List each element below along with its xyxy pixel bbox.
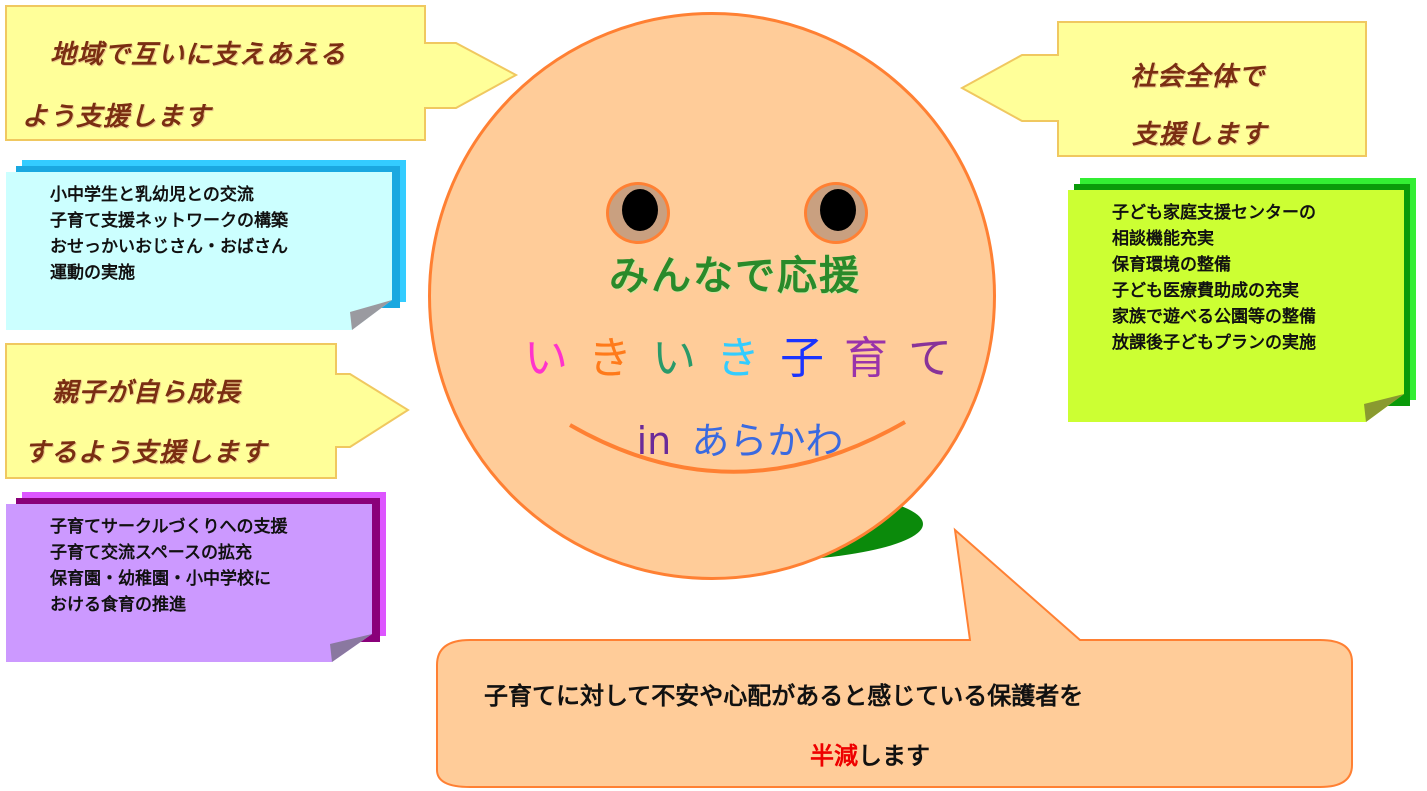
bubble-tail: します	[858, 742, 930, 770]
right-pupil	[820, 189, 856, 231]
arakawa-text: あらかわ	[691, 419, 844, 463]
note-item: 運動の実施	[50, 263, 135, 283]
bubble-line1: 子育てに対して不安や心配があると感じている保護者を	[484, 682, 1084, 710]
arrow-middle-left-line1: 親子が自ら成長	[52, 378, 242, 408]
arrow-top-right-shape	[959, 21, 1367, 157]
note-cyan-shape	[6, 172, 392, 330]
arrow-top-left-line2: よう支援します	[22, 102, 212, 132]
arrow-middle-left-shape	[5, 343, 410, 479]
arrow-top-right-line1: 社会全体で	[1130, 62, 1266, 92]
left-eye	[606, 182, 670, 244]
ikiiki-char: 子	[780, 333, 824, 384]
ikiiki-char: 育	[844, 333, 888, 384]
arrow-top-left-line1: 地域で互いに支えあえる	[50, 40, 347, 70]
note-item: 放課後子どもプランの実施	[1112, 333, 1316, 353]
face-subtitle: いきいき子育て	[488, 322, 988, 386]
note-purple-list: 子育てサークルづくりへの支援子育て交流スペースの拡充保育園・幼稚園・小中学校にお…	[50, 514, 288, 618]
arrow-top-left-shape	[5, 5, 519, 141]
bubble-highlight: 半減	[810, 742, 858, 770]
ikiiki-kosodate: いきいき子育て	[514, 333, 962, 384]
note-item: おける食育の推進	[50, 595, 186, 615]
note-green-shape	[1068, 190, 1404, 422]
note-item: 相談機能充実	[1112, 229, 1214, 249]
face-place: in あらかわ	[600, 410, 880, 465]
note-item: 保育環境の整備	[1112, 255, 1231, 275]
note-item: 家族で遊べる公園等の整備	[1112, 307, 1316, 327]
note-green-list: 子ども家庭支援センターの相談機能充実保育環境の整備子ども医療費助成の充実家族で遊…	[1112, 200, 1316, 356]
note-item: 小中学生と乳幼児との交流	[50, 185, 254, 205]
arrow-top-right-line2: 支援します	[1132, 120, 1268, 150]
in-text: in	[636, 419, 672, 463]
face-title: みんなで応援	[609, 253, 861, 299]
smiley-face	[428, 12, 996, 580]
ikiiki-char: い	[652, 333, 696, 384]
note-item: 子育てサークルづくりへの支援	[50, 517, 288, 537]
ikiiki-char: て	[908, 333, 952, 384]
note-cyan-list: 小中学生と乳幼児との交流子育て支援ネットワークの構築おせっかいおじさん・おばさん…	[50, 182, 288, 286]
note-purple-shape	[6, 504, 372, 662]
note-item: 子育て支援ネットワークの構築	[50, 211, 288, 231]
note-item: 子ども医療費助成の充実	[1112, 281, 1299, 301]
left-pupil	[622, 189, 658, 231]
note-item: 子ども家庭支援センターの	[1112, 203, 1316, 223]
note-item: おせっかいおじさん・おばさん	[50, 237, 288, 257]
note-item: 保育園・幼稚園・小中学校に	[50, 569, 271, 589]
ikiiki-char: き	[588, 333, 632, 384]
note-item: 子育て交流スペースの拡充	[50, 543, 252, 563]
right-eye	[804, 182, 868, 244]
arrow-middle-left-line2: するよう支援します	[24, 438, 268, 468]
bubble-line2: 半減します	[810, 736, 930, 771]
ikiiki-char: き	[716, 333, 760, 384]
ikiiki-char: い	[524, 333, 568, 384]
